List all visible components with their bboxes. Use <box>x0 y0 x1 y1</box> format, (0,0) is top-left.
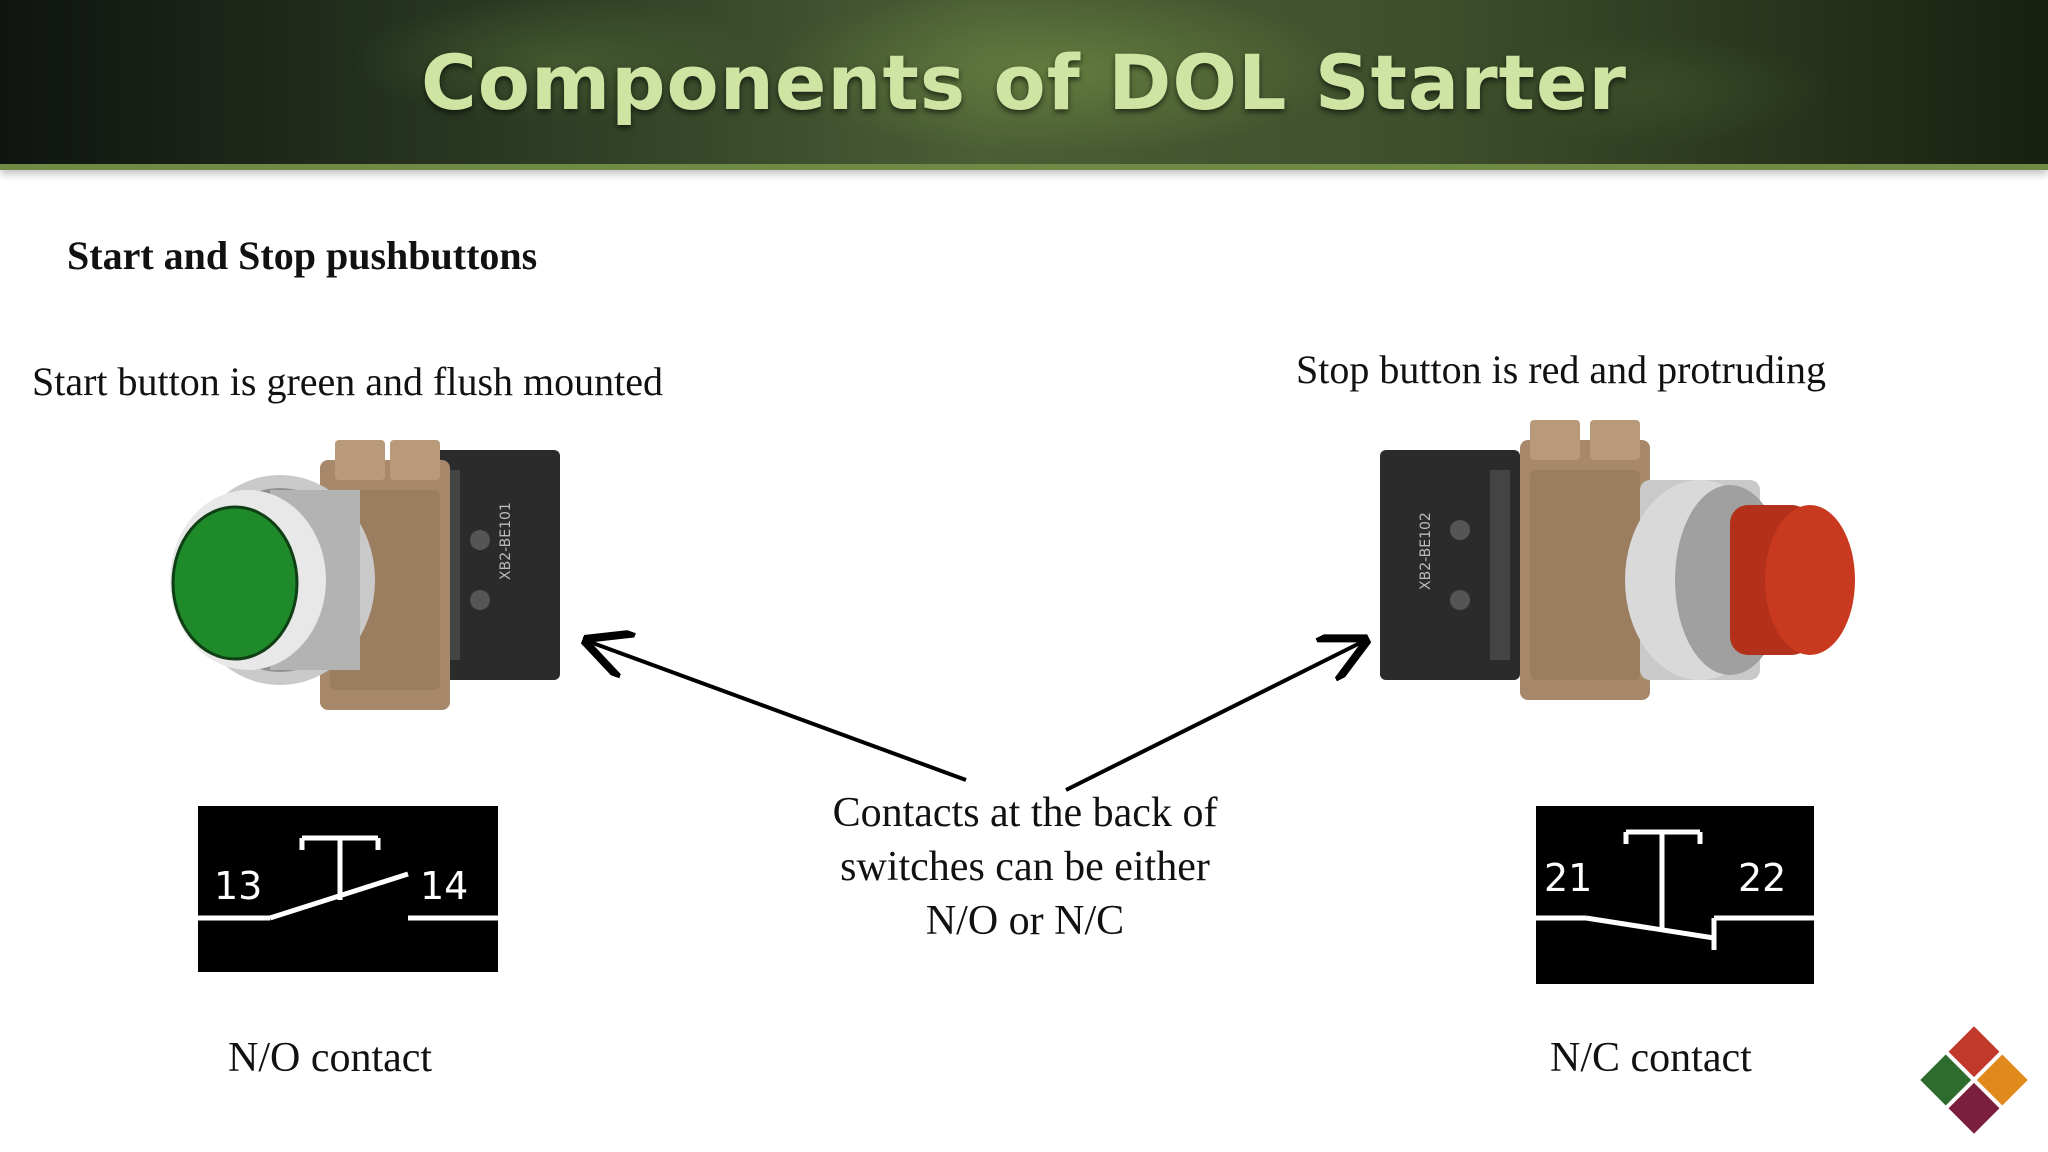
no-contact-diagram <box>198 835 498 921</box>
nc-contact-diagram <box>1536 829 1814 950</box>
terminal-21: 21 <box>1544 856 1593 900</box>
nc-contact-label: N/C contact <box>1550 1035 1752 1081</box>
start-button-caption: Start button is green and flush mounted <box>32 359 664 404</box>
normally-open-contact-symbol: 13 14 <box>198 806 498 972</box>
normally-closed-contact-symbol: 21 22 <box>1536 806 1814 984</box>
svg-text:XB2-BE101: XB2-BE101 <box>498 502 514 580</box>
contacts-note-line: switches can be either <box>840 844 1210 890</box>
brand-logo-icon <box>1920 1026 2028 1134</box>
contacts-note: Contacts at the back of switches can be … <box>760 786 1290 948</box>
arrow-to-start-contacts <box>590 642 967 782</box>
svg-text:XB2-BE102: XB2-BE102 <box>1418 512 1434 590</box>
stop-pushbutton-image: XB2-BE102 <box>1380 420 1855 700</box>
terminal-22: 22 <box>1738 856 1787 900</box>
stop-button-cap <box>1765 505 1855 655</box>
contacts-note-line: N/O or N/C <box>925 898 1125 944</box>
stop-button-caption: Stop button is red and protruding <box>1296 347 1826 392</box>
terminal-13: 13 <box>214 864 263 908</box>
arrow-to-stop-contacts <box>1065 642 1362 792</box>
start-button-cap <box>171 505 299 661</box>
slide-header: Components of DOL Starter <box>0 0 2048 170</box>
start-pushbutton-image: XB2-BE101 <box>170 440 560 710</box>
section-subtitle: Start and Stop pushbuttons <box>67 233 538 278</box>
slide-title: Components of DOL Starter <box>420 38 1628 127</box>
terminal-14: 14 <box>420 864 469 908</box>
contacts-note-line: Contacts at the back of <box>832 790 1218 836</box>
no-contact-label: N/O contact <box>228 1035 433 1081</box>
